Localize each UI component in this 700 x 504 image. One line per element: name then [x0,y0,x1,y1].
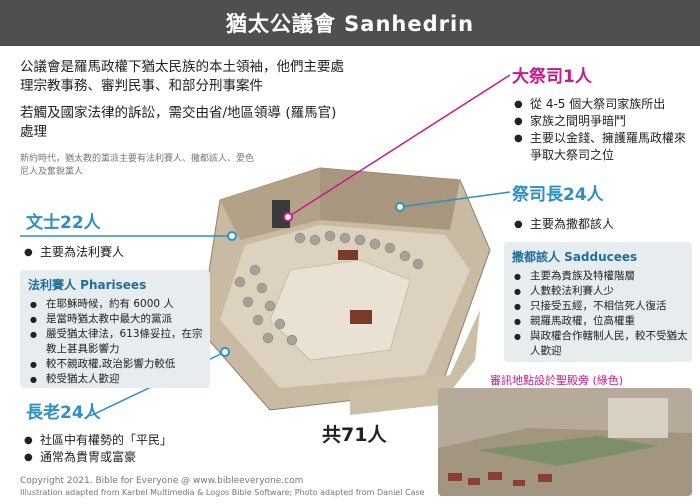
elders-title: 長老24人 [26,403,101,423]
pharisees-box: 法利賽人 Pharisees 在耶穌時候，約有 6000 人 是當時猶太教中最大… [20,270,210,388]
elders-bullet: 社區中有權勢的「平民」 [24,432,172,449]
sadducees-item: 只接受五經，不相信死人復活 [514,299,692,314]
sadducees-item: 親羅馬政權，位高權重 [514,314,692,329]
chief-priests-bullets: 主要為撒都該人 [514,216,614,233]
pharisees-item: 較受猶太人歡迎 [30,372,210,387]
page-title: 猶太公議會 Sanhedrin [225,12,475,36]
scribes-title: 文士22人 [26,213,101,233]
intro: 公議會是羅馬政權下猶太民族的本土領袖，他們主要處理宗教事務、審判民事、和部分刑事… [20,58,350,150]
chief-priests-title: 祭司長24人 [512,185,604,205]
sadducees-list: 主要為貴族及特權階層 人數較法利賽人少 只接受五經，不相信死人復活 親羅馬政權，… [514,269,692,359]
high-priest-bullet: 從 4-5 個大祭司家族所出 [514,96,694,113]
pharisees-item: 是當時猶太教中最大的黨派 [30,312,210,327]
court-location-label: 審訊地點設於聖殿旁 (綠色) [490,374,624,387]
elders-bullet: 通常為貴冑或富豪 [24,449,172,466]
sadducees-item: 與政權合作轄制人民，較不受猶太人歡迎 [514,329,692,359]
high-priest-bullets: 從 4-5 個大祭司家族所出 家族之間明爭暗鬥 主要以金錢、擁護羅馬政權來爭取大… [514,96,694,164]
pharisees-item: 在耶穌時候，約有 6000 人 [30,297,210,312]
footer-copyright: Copyright 2021. Bible for Everyone @ www… [20,476,304,486]
footer: Copyright 2021. Bible for Everyone @ www… [20,476,425,498]
title-bar: 猶太公議會 Sanhedrin [0,0,700,46]
sadducees-item: 人數較法利賽人少 [514,284,692,299]
high-priest-title: 大祭司1人 [512,67,592,87]
sadducees-item: 主要為貴族及特權階層 [514,269,692,284]
pharisees-title: 法利賽人 Pharisees [28,278,147,292]
sanhedrin-chamber-illustration [200,167,491,415]
pharisees-item: 嚴受猶太律法，613條妥拉，在宗教上甚具影響力 [30,327,210,357]
scribes-bullet: 主要為法利賽人 [24,244,124,261]
elders-bullets: 社區中有權勢的「平民」 通常為貴冑或富豪 [24,432,172,466]
sadducees-box: 撒都該人 Sadducees 主要為貴族及特權階層 人數較法利賽人少 只接受五經… [504,242,692,362]
sadducees-title: 撒都該人 Sadducees [512,250,638,264]
temple-photo [438,388,692,496]
high-priest-bullet: 家族之間明爭暗鬥 [514,113,694,130]
intro-paragraph-1: 公議會是羅馬政權下猶太民族的本土領袖，他們主要處理宗教事務、審判民事、和部分刑事… [20,59,344,94]
pharisees-item: 較不親政權,政治影響力較低 [30,357,210,372]
pharisees-list: 在耶穌時候，約有 6000 人 是當時猶太教中最大的黨派 嚴受猶太律法，613條… [30,297,210,387]
high-priest-bullet: 主要以金錢、擁護羅馬政權來爭取大祭司之位 [514,130,694,164]
party-note: 新約時代，猶太教的黨派主要有法利賽人、撒都該人、愛色尼人及奮銳黨人 [20,154,255,177]
intro-paragraph-2: 若觸及國家法律的訴訟，需交由省/地區領導 (羅馬官) 處理 [20,105,337,140]
footer-credits: Illustration adapted from Karbel Multime… [20,488,425,497]
chief-priests-bullet: 主要為撒都該人 [514,216,614,233]
scribes-bullets: 主要為法利賽人 [24,244,124,261]
total-members: 共71人 [322,424,387,446]
